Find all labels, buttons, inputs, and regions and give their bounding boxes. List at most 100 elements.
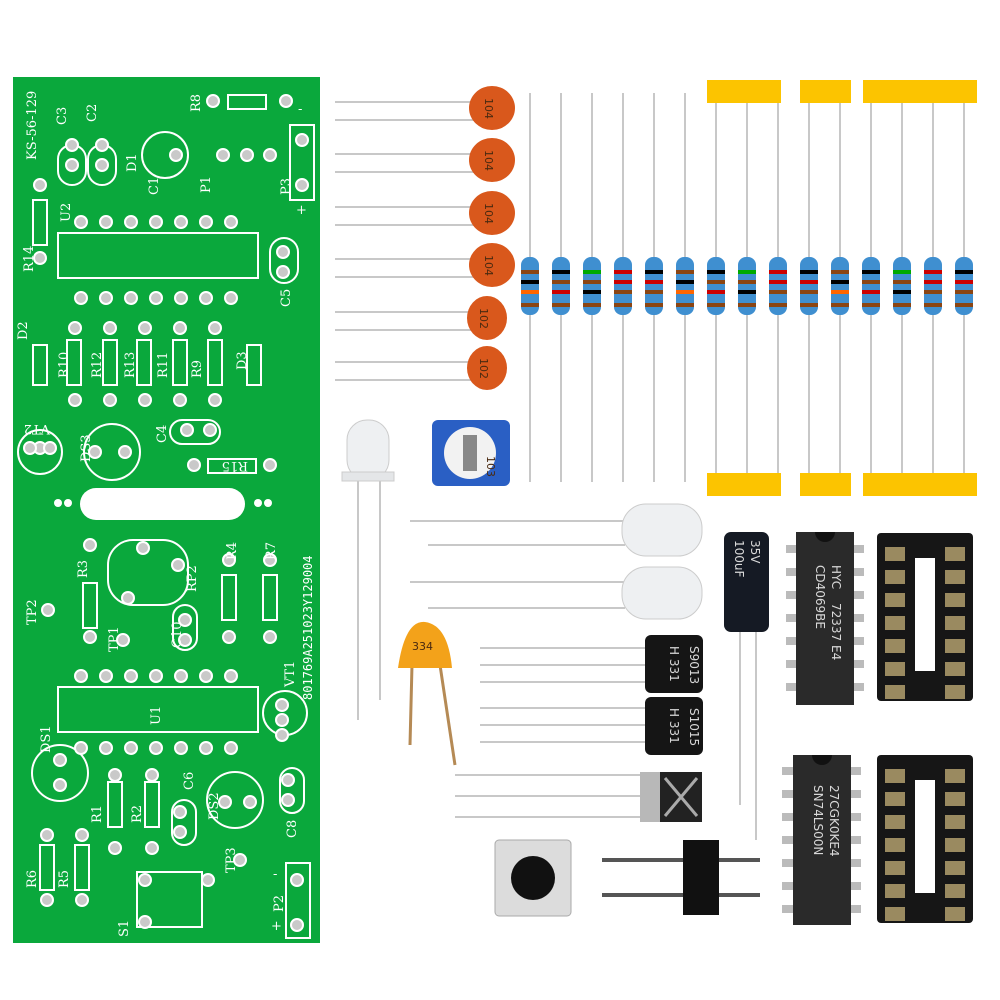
pcb-label-c5: C5 xyxy=(279,289,294,307)
ceramic-capacitor: 104 xyxy=(335,138,515,182)
pcb-board: KS-56-129 801769A251023Y129004 C3 C2 R8D1C… xyxy=(13,77,320,943)
pcb-model-label: KS-56-129 xyxy=(25,91,40,160)
pcb-label-r14: R14 xyxy=(22,246,37,272)
tape-top xyxy=(707,80,781,103)
u1-footprint xyxy=(57,686,259,733)
pcb-label-c1: C1 xyxy=(147,177,162,195)
pcb-label-r1: R1 xyxy=(90,805,105,823)
ir-receiver xyxy=(455,772,702,822)
tape-top xyxy=(800,80,851,103)
pcb-label-r8: R8 xyxy=(189,94,204,112)
pcb-label-vt1: VT1 xyxy=(283,661,298,688)
resistor xyxy=(552,93,570,482)
pcb-label-p2: P2 xyxy=(272,895,287,912)
ceramic-capacitor: 102 xyxy=(335,296,507,340)
pcb-label-r9: R9 xyxy=(190,360,205,378)
resistor xyxy=(645,93,663,482)
pcb-label-r5: R5 xyxy=(57,870,72,888)
resistor xyxy=(676,93,694,482)
pcb-label-r15: R15 xyxy=(222,458,248,473)
transistor-2-part: S1015 xyxy=(687,708,701,746)
ic2-part: SN74LS00N xyxy=(811,785,825,855)
ceramic-capacitor: 104 xyxy=(335,191,515,235)
resistors xyxy=(521,80,977,496)
transistor-1-code: H 331 xyxy=(667,646,681,682)
ceramic-capacitors: 104 104 104 104 102 102 xyxy=(335,86,515,390)
ic-sn74ls00n: 27CGK0KE4 SN74LS00N xyxy=(782,755,861,925)
led-horizontal-1 xyxy=(410,503,703,557)
pcb-label-c3: C3 xyxy=(55,107,70,125)
tactile-button xyxy=(494,839,572,917)
ceramic-capacitor-label: 104 xyxy=(482,203,495,224)
ceramic-capacitor: 104 xyxy=(335,243,515,287)
transistor-s9013: S9013 H 331 xyxy=(480,635,703,693)
ceramic-capacitor-label: 104 xyxy=(482,150,495,171)
p3-minus: - xyxy=(298,102,302,117)
pcb-label-r4: R4 xyxy=(225,542,240,560)
ic-socket-1 xyxy=(877,533,973,701)
pcb-label-r13: R13 xyxy=(123,352,138,378)
resistor xyxy=(893,93,911,482)
tape-bottom xyxy=(707,473,781,496)
pcb-label-ds3: DS3 xyxy=(79,434,94,462)
resistor xyxy=(738,93,756,482)
pcb-label-tp1: TP1 xyxy=(107,626,122,652)
resistor xyxy=(955,93,973,482)
resistor xyxy=(831,93,849,482)
capacitor-334: 334 xyxy=(398,621,457,766)
tape-top xyxy=(863,80,977,103)
u2-footprint xyxy=(57,232,259,279)
pcb-label-tp2: TP2 xyxy=(25,599,40,625)
pcb-label-r3: R3 xyxy=(76,560,91,578)
pcb-label-ds1: DS1 xyxy=(39,725,54,753)
pin-header xyxy=(602,840,760,915)
resistor xyxy=(583,93,601,482)
ceramic-capacitor-label: 104 xyxy=(482,98,495,119)
resistor xyxy=(707,93,725,482)
resistor xyxy=(800,93,818,482)
pcb-label-rp2: RP2 xyxy=(185,565,200,592)
ic-socket-2 xyxy=(877,755,973,923)
p3-plus: + xyxy=(296,203,307,218)
ceramic-capacitor: 102 xyxy=(335,346,507,390)
resistor xyxy=(521,93,539,482)
pcb-label-vt2: VT2 xyxy=(24,421,51,436)
board-slot xyxy=(80,488,245,520)
ic2-lot: 27CGK0KE4 xyxy=(827,785,841,857)
pcb-label-r6: R6 xyxy=(25,870,40,888)
led-horizontal-2 xyxy=(410,566,703,620)
resistor xyxy=(924,93,942,482)
pcb-label-u2: U2 xyxy=(59,203,74,222)
p2-minus: - xyxy=(273,867,277,882)
potentiometer: 103 xyxy=(432,420,510,486)
p2-plus: + xyxy=(271,919,282,934)
resistor xyxy=(614,93,632,482)
resistor xyxy=(862,93,880,482)
pcb-label-d1: D1 xyxy=(125,153,140,172)
ceramic-capacitor: 104 xyxy=(335,86,515,130)
ceramic-capacitor-label: 104 xyxy=(482,255,495,276)
pcb-label-r11: R11 xyxy=(156,352,171,378)
ic-cd4069be: HYC 72337 E4 CD4069BE xyxy=(786,532,864,705)
resistor xyxy=(769,93,787,482)
pcb-label-r12: R12 xyxy=(90,352,105,378)
pcb-label-p3: P3 xyxy=(279,178,294,195)
electrolytic-value: 100uF xyxy=(732,540,746,578)
pcb-label-p1: P1 xyxy=(199,176,214,193)
electrolytic-capacitor: 100uF 35V xyxy=(724,532,769,840)
pcb-label-c8: C8 xyxy=(285,820,300,838)
pcb-label-u1: U1 xyxy=(149,706,164,725)
pcb-label-r10: R10 xyxy=(57,352,72,378)
tape-bottom xyxy=(800,473,851,496)
pcb-label-c6: C6 xyxy=(182,772,197,790)
ic1-maker: HYC xyxy=(829,565,843,589)
pcb-label-c4: C4 xyxy=(155,425,170,443)
pcb-serial-label: 801769A251023Y129004 xyxy=(301,556,315,701)
pot-value: 103 xyxy=(484,456,497,477)
transistor-s1015: S1015 H 331 xyxy=(480,697,703,755)
pcb-label-c2: C2 xyxy=(85,104,100,122)
transistor-1-part: S9013 xyxy=(687,646,701,684)
capacitor-334-label: 334 xyxy=(412,640,433,653)
ic1-part: CD4069BE xyxy=(813,565,827,629)
